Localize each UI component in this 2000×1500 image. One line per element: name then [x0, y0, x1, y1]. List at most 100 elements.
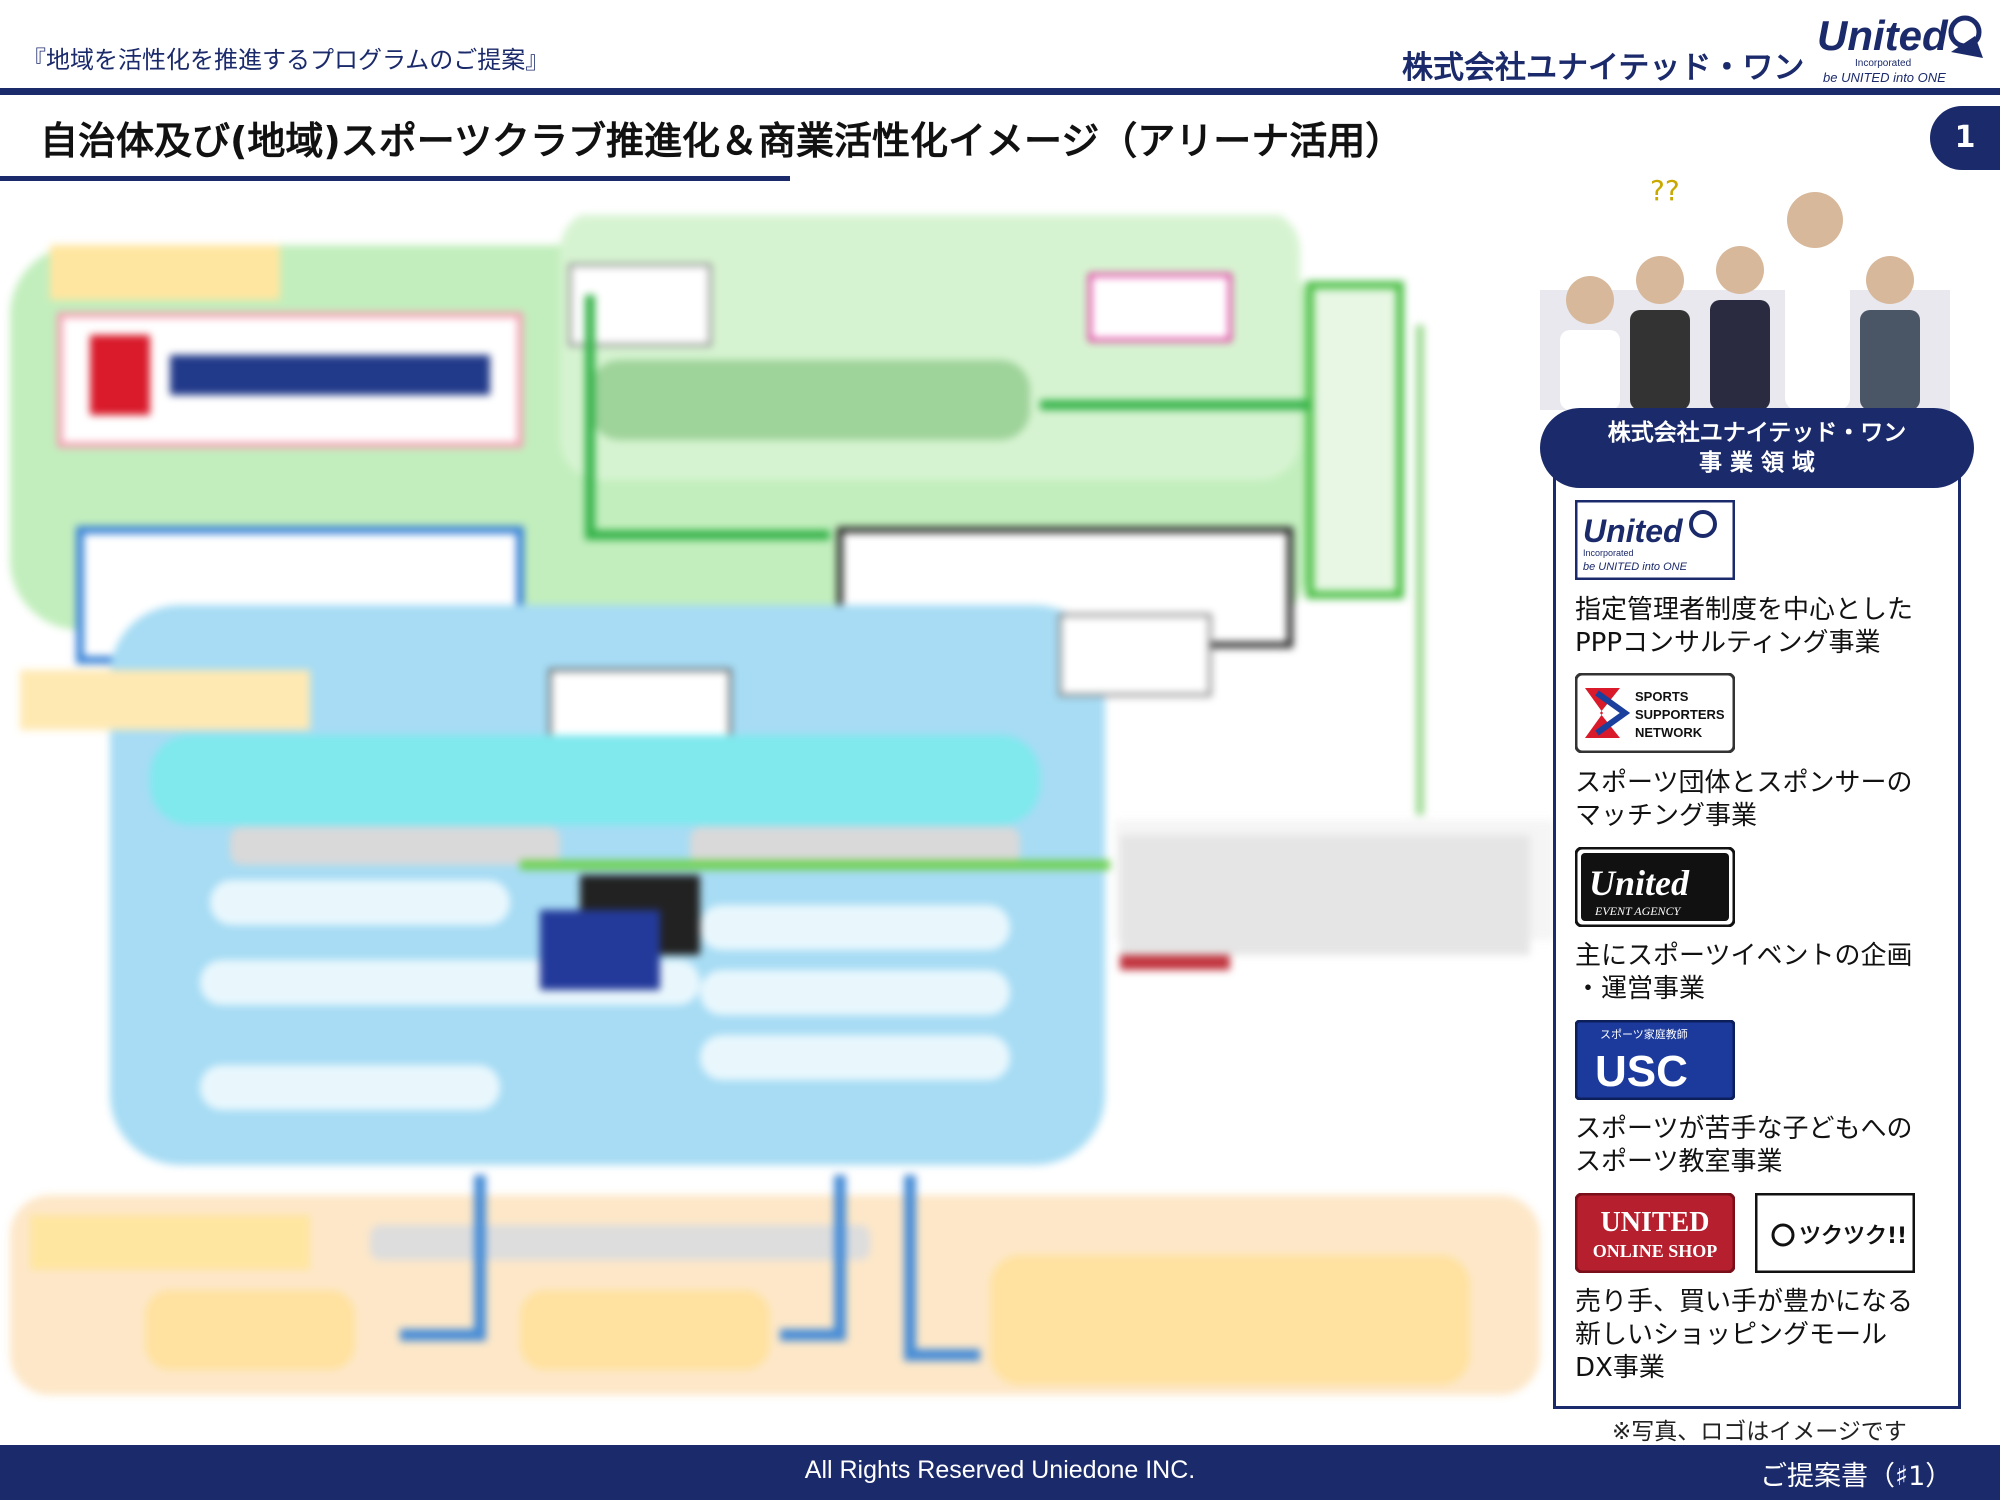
issue-box-2: [520, 1290, 770, 1370]
slide-title: 自治体及び(地域)スポーツクラブ推進化＆商業活性化イメージ（アリーナ活用）: [40, 119, 1404, 163]
issue-box-1: [145, 1290, 355, 1370]
united-logo: United Incorporated be UNITED into ONE: [1817, 12, 1983, 85]
ec-logo-box-2: [1058, 613, 1212, 697]
panel-heading-line2: 事 業 領 域: [1698, 450, 1816, 476]
logo-frame: [1575, 1193, 1735, 1273]
logo-line2: ONLINE SHOP: [1593, 1241, 1718, 1261]
logo-word: United: [1583, 513, 1684, 549]
ssn-arrow-icon: [1595, 690, 1631, 736]
service-logo-event-agency: United EVENT AGENCY: [1575, 847, 1735, 927]
service-desc-events: 主にスポーツイベントの企画 ・運営事業: [1575, 940, 1955, 1006]
service-logo-usc: スポーツ家庭教師 USC: [1575, 1020, 1735, 1100]
person-head-icon: [1566, 276, 1614, 324]
footer-bar: [0, 1445, 2000, 1500]
event-tag: [690, 827, 1020, 865]
issues-tag: [370, 1225, 870, 1260]
chamber-mark-icon: [90, 335, 150, 415]
footer-copyright: All Rights Reserved Uniedone INC.: [804, 1456, 1196, 1484]
pill-elderly: [210, 880, 510, 925]
pill-school: [700, 970, 1010, 1015]
issue-box-3: [990, 1255, 1470, 1385]
person-head-icon: [1636, 256, 1684, 304]
program-title: 『地域を活性化を推進するプログラムのご提案』: [22, 46, 550, 74]
panel-heading: 株式会社ユナイテッド・ワン 事 業 領 域: [1540, 408, 1974, 488]
logo-line2: SUPPORTERS: [1635, 707, 1725, 722]
blue-arrow-2: [780, 1175, 846, 1341]
desc-line: PPPコンサルティング事業: [1575, 628, 1881, 658]
person-body: [1860, 310, 1920, 410]
service-desc-school: スポーツが苦手な子どもへの スポーツ教室事業: [1575, 1113, 1955, 1179]
arena-management-bar: [150, 735, 1040, 825]
tsukutsuku-mark-icon: [1771, 1223, 1795, 1247]
shop-screenshot: [1120, 835, 1530, 955]
logo-ring-icon: [1689, 510, 1717, 538]
title-underline: [0, 176, 790, 181]
logo-word: USC: [1595, 1047, 1688, 1096]
desc-line: スポーツが苦手な子どもへの: [1575, 1114, 1913, 1144]
desc-line: マッチング事業: [1575, 801, 1758, 831]
people-photo: ??: [1540, 174, 1950, 410]
logo-word: United: [1817, 12, 1949, 59]
logo-frame: [1755, 1193, 1915, 1273]
platform-area: [560, 215, 1300, 480]
sports-promo-tag: [230, 827, 560, 865]
question-marks-icon: ??: [1650, 174, 1680, 207]
logo-frame: [1575, 1020, 1735, 1100]
logo-word: United: [1589, 863, 1690, 903]
service-desc-ppp: 指定管理者制度を中心とした PPPコンサルティング事業: [1575, 594, 1955, 660]
issues-label-box: [30, 1215, 310, 1270]
desc-line: スポーツ団体とスポンサーの: [1575, 768, 1913, 798]
logo-sub2: be UNITED into ONE: [1583, 561, 1688, 573]
person-body: [1630, 310, 1690, 410]
person-head-icon: [1716, 246, 1764, 294]
green-arrow-1: [585, 295, 830, 540]
sports-label-box: [20, 670, 310, 730]
person-head-icon: [1787, 192, 1843, 248]
logo-line3: NETWORK: [1635, 725, 1703, 740]
pill-events: [700, 1035, 1010, 1080]
ssn-logo-box: [1088, 273, 1232, 342]
logo-alt: ツクツク!!: [1799, 1224, 1907, 1249]
panel-heading-line1: 株式会社ユナイテッド・ワン: [1607, 420, 1907, 446]
blurred-diagram: [10, 215, 1555, 1395]
page-number: 1: [1930, 106, 2000, 170]
logo-sub1: Incorporated: [1855, 58, 1911, 69]
desc-line: 指定管理者制度を中心とした: [1575, 595, 1914, 625]
logo-bg: [1581, 853, 1729, 921]
logo-top: スポーツ家庭教師: [1600, 1027, 1688, 1041]
person-body: [1785, 255, 1850, 410]
logo-sub1: EVENT AGENCY: [1594, 904, 1682, 918]
image-note: ※写真、ロゴはイメージです: [1612, 1419, 1907, 1445]
pill-home-arena: [700, 905, 1010, 950]
desc-line: 売り手、買い手が豊かになる: [1575, 1287, 1914, 1317]
logo-sub2: be UNITED into ONE: [1823, 70, 1946, 85]
company-name: 株式会社ユナイテッド・ワン: [1402, 50, 1805, 86]
footer-doc-label: ご提案書（♯1）: [1760, 1461, 1953, 1492]
person-body: [1710, 300, 1770, 410]
desc-line: 主にスポーツイベントの企画: [1575, 941, 1913, 971]
service-logo-online-shop: UNITED ONLINE SHOP: [1575, 1193, 1735, 1273]
blue-arrow-3: [904, 1175, 980, 1361]
service-logo-ssn: SPORTS SUPPORTERS NETWORK: [1575, 673, 1735, 753]
pill-disabled: [200, 1065, 500, 1110]
local-business-box: [590, 360, 1030, 440]
person-head-icon: [1866, 256, 1914, 304]
chamber-name-bar: [170, 355, 490, 395]
arena-strip: [1306, 281, 1404, 599]
logo-line1: UNITED: [1601, 1207, 1710, 1238]
logo-sub1: Incorporated: [1583, 548, 1634, 558]
desc-line: 新しいショッピングモール: [1575, 1320, 1888, 1350]
ssn-mark-icon: [1585, 688, 1620, 738]
service-logo-united: United Incorporated be UNITED into ONE: [1575, 500, 1735, 580]
logo-line1: SPORTS: [1635, 689, 1689, 704]
service-logo-tsukutsuku: ツクツク!!: [1755, 1193, 1915, 1273]
blue-arrow-1: [400, 1175, 486, 1341]
desc-line: ・運営事業: [1575, 974, 1706, 1004]
service-desc-matching: スポーツ団体とスポンサーの マッチング事業: [1575, 767, 1955, 833]
usc-logo: [540, 910, 660, 990]
person-body: [1560, 330, 1620, 410]
service-desc-dx: 売り手、買い手が豊かになる 新しいショッピングモール DX事業: [1575, 1286, 1955, 1385]
desc-line: DX事業: [1575, 1353, 1665, 1383]
logo-figure-icon: [1951, 36, 1983, 58]
desc-line: スポーツ教室事業: [1575, 1147, 1783, 1177]
